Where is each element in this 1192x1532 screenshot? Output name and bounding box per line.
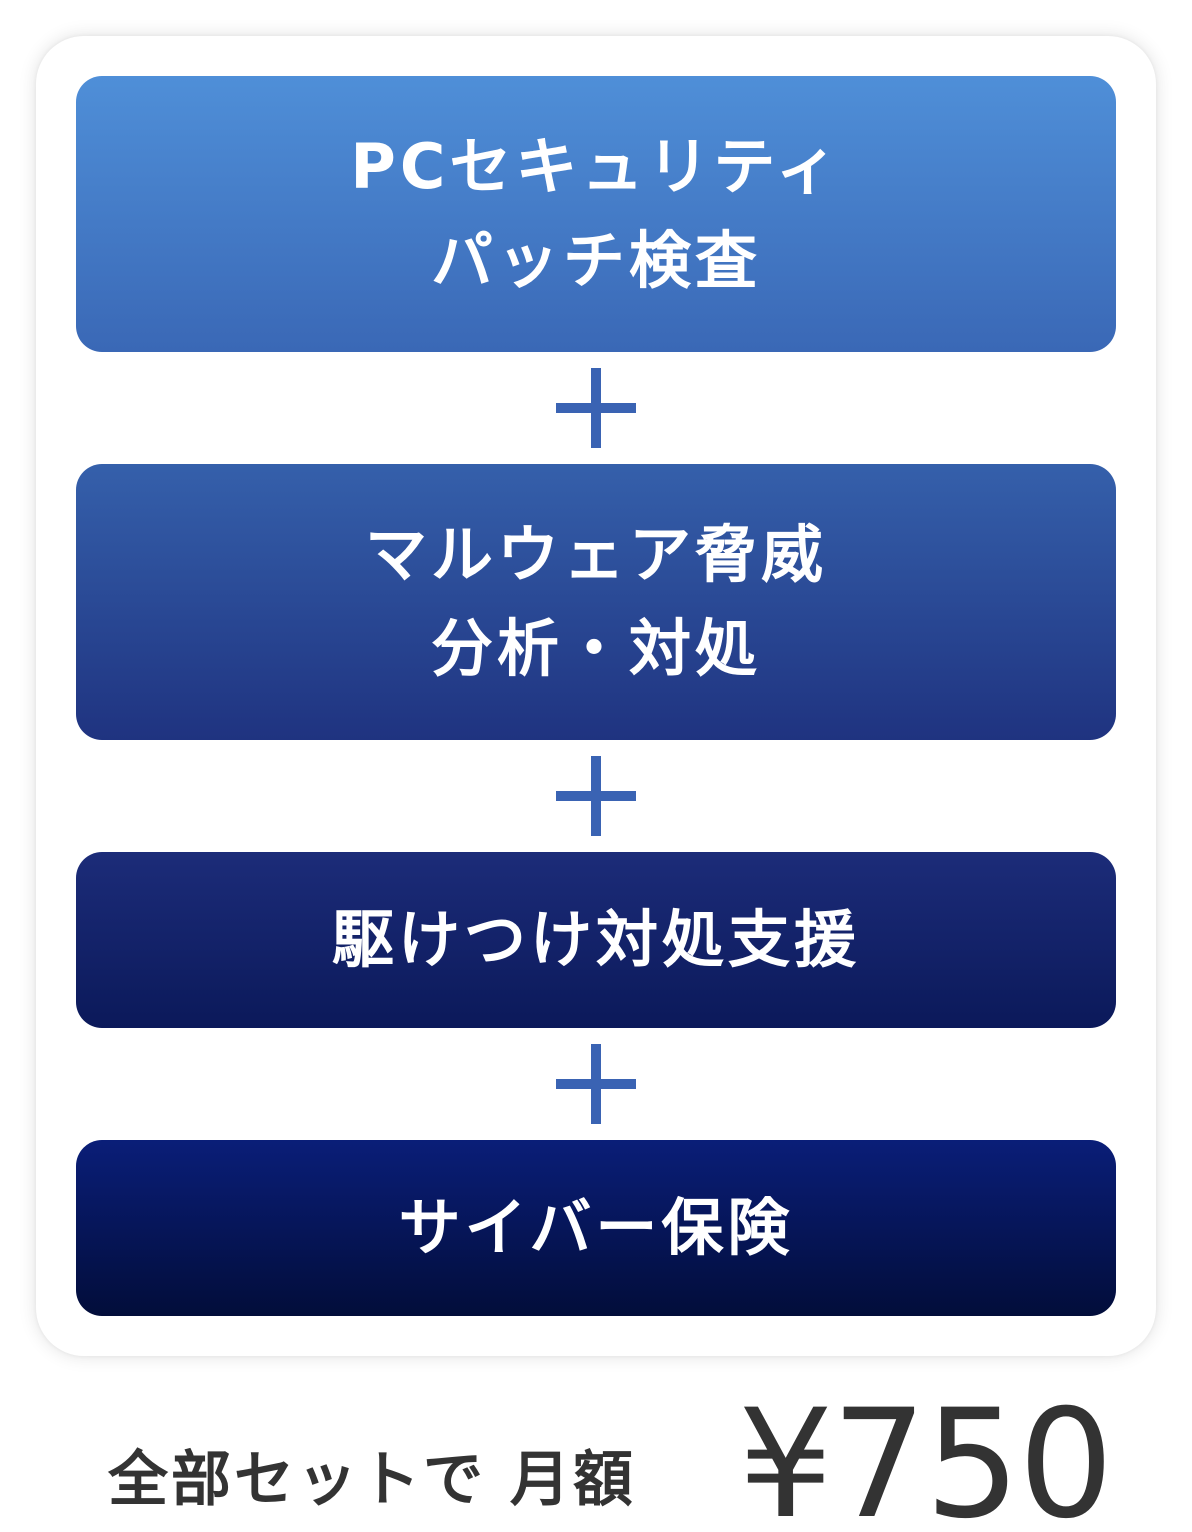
price-value: ¥750 — [738, 1378, 1114, 1532]
plus-icon — [556, 368, 636, 448]
service-box-line: サイバー保険 — [398, 1191, 794, 1264]
price-row: 全部セットで 月額 ¥750 — [0, 1390, 1192, 1532]
service-box-pc-security: PCセキュリティ パッチ検査 — [76, 76, 1116, 352]
service-box-cyber-insurance: サイバー保険 — [76, 1140, 1116, 1316]
plus-icon — [556, 756, 636, 836]
service-box-malware: マルウェア脅威 分析・対処 — [76, 464, 1116, 740]
service-box-line: パッチ検査 — [430, 224, 761, 297]
service-box-line: 駆けつけ対処支援 — [331, 903, 860, 976]
service-box-line: 分析・対処 — [430, 612, 761, 685]
price-label: 全部セットで 月額 — [108, 1445, 636, 1515]
service-box-line: PCセキュリティ — [350, 130, 842, 203]
service-box-line: マルウェア脅威 — [364, 518, 827, 591]
plus-icon — [556, 1044, 636, 1124]
service-box-onsite-support: 駆けつけ対処支援 — [76, 852, 1116, 1028]
